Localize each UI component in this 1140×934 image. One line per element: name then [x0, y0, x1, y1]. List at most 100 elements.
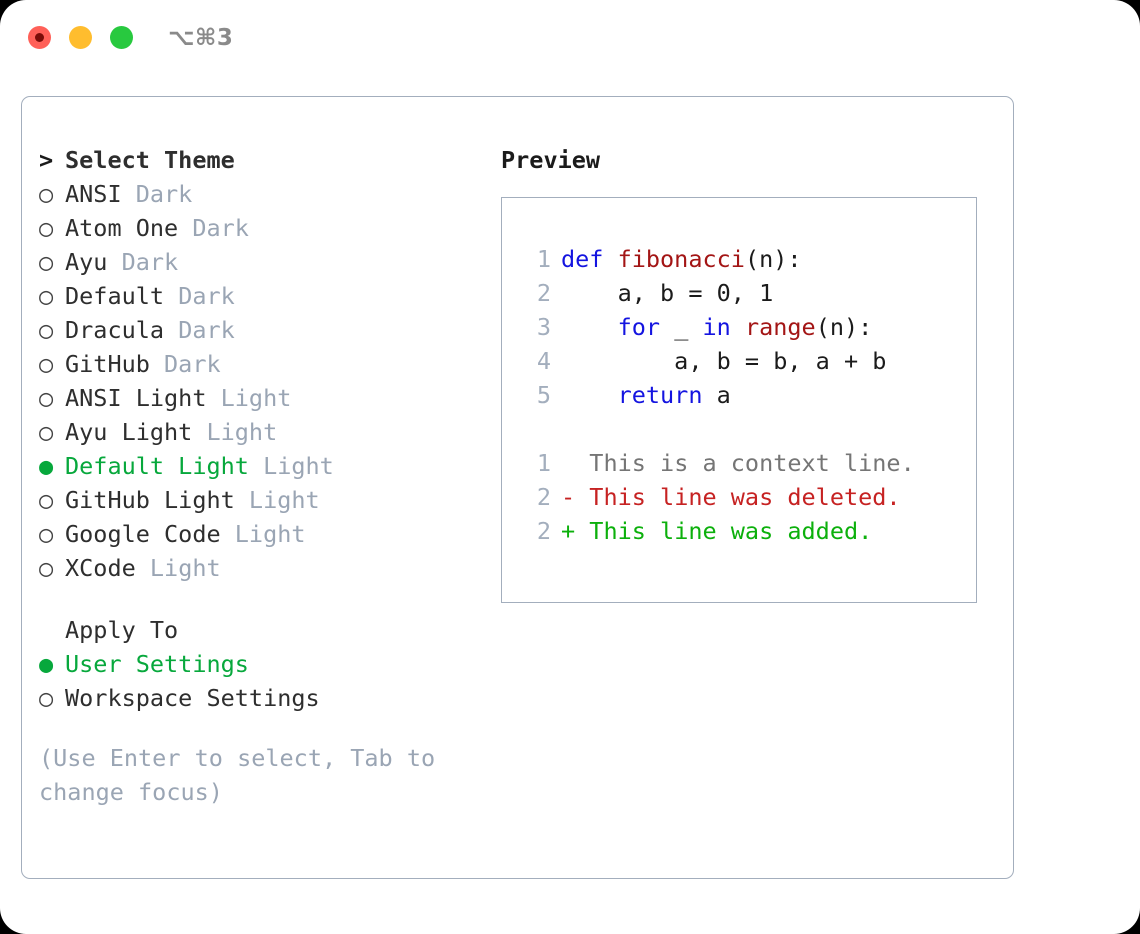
- radio-unselected-icon[interactable]: ○: [39, 316, 54, 344]
- theme-variant-label: Light: [248, 452, 334, 480]
- code-token: _: [660, 313, 703, 341]
- theme-name-label: Ayu Light: [65, 418, 193, 446]
- line-number: 5: [536, 381, 551, 409]
- theme-list-item[interactable]: ○XCode Light: [39, 551, 479, 585]
- radio-unselected-icon[interactable]: ○: [39, 248, 54, 276]
- code-token: for: [617, 313, 661, 341]
- diff-line-text: This line was deleted.: [575, 483, 901, 511]
- preview-column: Preview 1 def fibonacci(n): 2 a, b = 0, 1 3…: [501, 143, 991, 603]
- diff-line-text: This line was added.: [575, 517, 873, 545]
- theme-list-item[interactable]: ○GitHub Dark: [39, 347, 479, 381]
- line-number: 2: [536, 279, 551, 307]
- keyboard-hint-text: (Use Enter to select, Tab to change focu…: [39, 744, 436, 806]
- theme-variant-label: Dark: [178, 214, 249, 242]
- theme-list-item[interactable]: ○ANSI Dark: [39, 177, 479, 211]
- apply-to-title: Apply To: [65, 616, 179, 644]
- code-diff-spacer: [521, 412, 976, 446]
- window-controls: [28, 26, 133, 49]
- apply-to-indent: [39, 613, 65, 647]
- theme-name-label: ANSI Light: [65, 384, 207, 412]
- radio-unselected-icon[interactable]: ○: [39, 486, 54, 514]
- line-number: 4: [536, 347, 551, 375]
- code-line: 3 for _ in range(n):: [521, 310, 976, 344]
- radio-unselected-icon[interactable]: ○: [39, 350, 54, 378]
- minimize-button[interactable]: [69, 26, 92, 49]
- code-token: in: [702, 313, 731, 341]
- theme-list-item[interactable]: ○ ANSI Light Light: [39, 381, 479, 415]
- theme-list-item[interactable]: ○ Ayu Light Light: [39, 415, 479, 449]
- radio-selected-icon[interactable]: ●: [39, 650, 54, 678]
- theme-name-label: ANSI: [65, 180, 122, 208]
- theme-name-label: GitHub Light: [65, 486, 235, 514]
- theme-name-label: Default: [65, 282, 165, 310]
- select-theme-header: > Select Theme: [39, 143, 479, 177]
- diff-line-text: This is a context line.: [575, 449, 915, 477]
- radio-unselected-icon[interactable]: ○: [39, 554, 54, 582]
- code-line-text: for _ in range(n):: [561, 310, 873, 344]
- preview-box: 1 def fibonacci(n): 2 a, b = 0, 1 3 for _ i…: [501, 197, 977, 603]
- theme-variant-label: Light: [206, 384, 292, 412]
- maximize-button[interactable]: [110, 26, 133, 49]
- code-token: return: [617, 381, 703, 409]
- theme-list: ○ANSI Dark○Atom One Dark○Ayu Dark○Defaul…: [39, 177, 479, 585]
- radio-unselected-icon[interactable]: ○: [39, 214, 54, 242]
- diff-sign: -: [561, 483, 576, 511]
- theme-variant-label: Light: [135, 554, 221, 582]
- code-token: a, b = 0, 1: [561, 279, 774, 307]
- title-bar: ⌥⌘3: [0, 0, 1140, 76]
- apply-to-header: Apply To: [39, 613, 479, 647]
- code-line: 5 return a: [521, 378, 976, 412]
- code-line: 4 a, b = b, a + b: [521, 344, 976, 378]
- theme-variant-label: Dark: [164, 316, 235, 344]
- radio-unselected-icon[interactable]: ○: [39, 384, 54, 412]
- radio-unselected-icon[interactable]: ○: [39, 684, 54, 712]
- theme-variant-label: Light: [220, 520, 306, 548]
- line-number: 3: [536, 313, 551, 341]
- theme-list-item[interactable]: ○ GitHub Light Light: [39, 483, 479, 517]
- radio-unselected-icon[interactable]: ○: [39, 282, 54, 310]
- close-button[interactable]: [28, 26, 51, 49]
- theme-variant-label: Dark: [164, 282, 235, 310]
- diff-sign: +: [561, 517, 576, 545]
- code-token: (n):: [744, 245, 802, 273]
- apply-to-label: User Settings: [65, 650, 249, 678]
- radio-selected-icon[interactable]: ●: [39, 452, 54, 480]
- line-number: 1: [536, 245, 551, 273]
- theme-list-item[interactable]: ○ Dracula Dark: [39, 313, 479, 347]
- theme-name-label: Dracula: [65, 316, 165, 344]
- radio-unselected-icon[interactable]: ○: [39, 418, 54, 446]
- theme-name-label: Google Code: [65, 520, 221, 548]
- theme-variant-label: Light: [192, 418, 278, 446]
- code-line-text: return a: [561, 378, 731, 412]
- code-token: range: [744, 313, 816, 341]
- theme-list-item[interactable]: ○ Google Code Light: [39, 517, 479, 551]
- keyboard-shortcut-label: ⌥⌘3: [168, 25, 234, 51]
- theme-variant-label: Dark: [107, 248, 179, 276]
- diff-sign: [561, 446, 575, 480]
- preview-title: Preview: [501, 146, 601, 174]
- apply-to-list: ● User Settings ○Workspace Settings: [39, 647, 479, 715]
- theme-list-item[interactable]: ○ Default Dark: [39, 279, 479, 313]
- theme-variant-label: Light: [234, 486, 320, 514]
- theme-name-label: Default Light: [65, 452, 249, 480]
- code-line-text: def fibonacci(n):: [561, 242, 802, 276]
- radio-unselected-icon[interactable]: ○: [39, 180, 54, 208]
- code-token: fibonacci: [617, 245, 745, 273]
- radio-unselected-icon[interactable]: ○: [39, 520, 54, 548]
- theme-list-item[interactable]: ● Default Light Light: [39, 449, 479, 483]
- code-token: [561, 313, 618, 341]
- code-token: def: [561, 245, 618, 273]
- theme-list-item[interactable]: ○Ayu Dark: [39, 245, 479, 279]
- section-spacer: [39, 585, 479, 613]
- diff-line: 1 This is a context line.: [521, 446, 976, 480]
- apply-to-option[interactable]: ○Workspace Settings: [39, 681, 479, 715]
- line-number: 1: [536, 449, 551, 477]
- code-line-text: a, b = 0, 1: [561, 276, 774, 310]
- prompt-caret-icon: >: [39, 146, 54, 174]
- apply-to-option[interactable]: ● User Settings: [39, 647, 479, 681]
- theme-name-label: Atom One: [65, 214, 179, 242]
- code-sample: 1 def fibonacci(n): 2 a, b = 0, 1 3 for _ i…: [521, 242, 976, 412]
- theme-list-item[interactable]: ○ Atom One Dark: [39, 211, 479, 245]
- diff-sample: 1 This is a context line.2- This line wa…: [521, 446, 976, 548]
